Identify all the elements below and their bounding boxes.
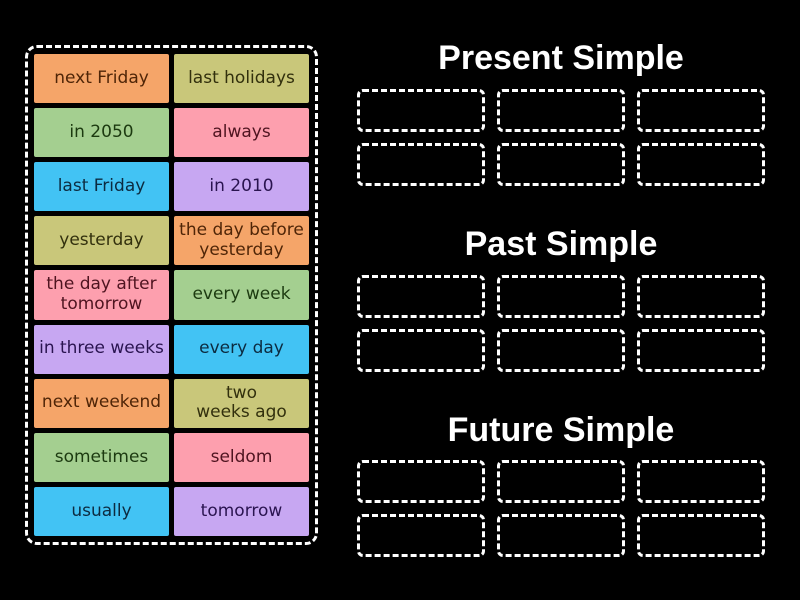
group-section-past-simple: Past Simple bbox=[357, 224, 765, 372]
drop-slot[interactable] bbox=[497, 88, 625, 132]
word-tile[interactable]: tomorrow bbox=[174, 486, 309, 536]
group-title: Future Simple bbox=[447, 410, 675, 449]
slot-grid bbox=[357, 274, 765, 372]
drop-slot[interactable] bbox=[637, 328, 765, 372]
drop-slot[interactable] bbox=[357, 142, 485, 186]
slot-grid bbox=[357, 460, 765, 558]
drop-slot[interactable] bbox=[637, 274, 765, 318]
word-tile[interactable]: next weekend bbox=[34, 378, 169, 428]
word-tile[interactable]: always bbox=[174, 108, 309, 158]
slot-grid bbox=[357, 88, 765, 186]
word-tile[interactable]: next Friday bbox=[34, 54, 169, 104]
drop-slot[interactable] bbox=[497, 274, 625, 318]
group-title: Past Simple bbox=[464, 224, 658, 263]
drop-slot[interactable] bbox=[357, 88, 485, 132]
drop-slot[interactable] bbox=[357, 328, 485, 372]
drop-slot[interactable] bbox=[357, 274, 485, 318]
word-tile[interactable]: yesterday bbox=[34, 216, 169, 266]
drop-slot[interactable] bbox=[497, 142, 625, 186]
drop-slot[interactable] bbox=[357, 460, 485, 504]
word-tile[interactable]: the day before yesterday bbox=[174, 216, 309, 266]
drop-slot[interactable] bbox=[497, 460, 625, 504]
drop-slot[interactable] bbox=[637, 88, 765, 132]
drop-slot[interactable] bbox=[497, 514, 625, 558]
drop-slot[interactable] bbox=[497, 328, 625, 372]
word-tile[interactable]: every week bbox=[174, 270, 309, 320]
group-section-future-simple: Future Simple bbox=[357, 410, 765, 558]
drop-slot[interactable] bbox=[357, 514, 485, 558]
group-section-present-simple: Present Simple bbox=[357, 38, 765, 186]
word-tile[interactable]: two weeks ago bbox=[174, 378, 309, 428]
word-tile[interactable]: in 2050 bbox=[34, 108, 169, 158]
drop-slot[interactable] bbox=[637, 142, 765, 186]
word-tile[interactable]: in three weeks bbox=[34, 324, 169, 374]
drop-slot[interactable] bbox=[637, 514, 765, 558]
group-title: Present Simple bbox=[438, 39, 684, 77]
word-tile[interactable]: the day after tomorrow bbox=[34, 270, 169, 320]
word-tile[interactable]: seldom bbox=[174, 432, 309, 482]
word-tile[interactable]: every day bbox=[174, 324, 309, 374]
word-tile[interactable]: last holidays bbox=[174, 54, 309, 104]
word-tile[interactable]: usually bbox=[34, 486, 169, 536]
word-tile[interactable]: in 2010 bbox=[174, 162, 309, 212]
word-tile[interactable]: sometimes bbox=[34, 432, 169, 482]
word-tile[interactable]: last Friday bbox=[34, 162, 169, 212]
drop-slot[interactable] bbox=[637, 460, 765, 504]
